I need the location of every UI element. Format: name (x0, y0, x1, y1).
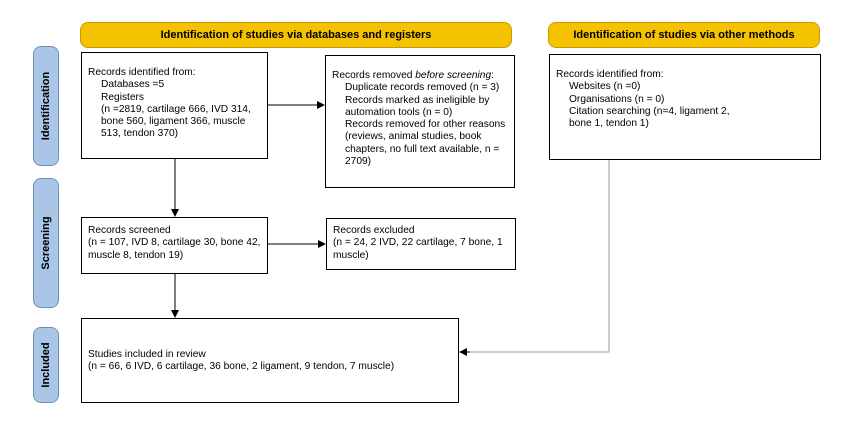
other-identified-title: Records identified from: (556, 69, 664, 80)
other-reasons-removed: Records removed for other reasons (revie… (345, 119, 506, 168)
citation-searching: Citation searching (n=4, ligament 2, bon… (569, 105, 730, 130)
registers-detail: (n =2819, cartilage 666, IVD 314, bone 5… (101, 103, 251, 140)
box-records-removed: Records removed before screening: Duplic… (325, 55, 515, 188)
header-other-methods: Identification of studies via other meth… (548, 22, 820, 48)
records-removed-title: Records removed before screening: (332, 70, 494, 81)
studies-included-title: Studies included in review (88, 349, 206, 360)
phase-screening: Screening (33, 178, 59, 308)
box-records-identified-other: Records identified from: Websites (n =0)… (549, 54, 821, 160)
studies-included-detail: (n = 66, 6 IVD, 6 cartilage, 36 bone, 2 … (88, 361, 395, 373)
box-records-identified-databases: Records identified from: Databases =5 Re… (81, 52, 268, 159)
duplicates-removed: Duplicate records removed (n = 3) (345, 82, 500, 94)
box-studies-included: Studies included in review (n = 66, 6 IV… (81, 318, 459, 403)
phase-included: Included (33, 327, 59, 403)
registers-label: Registers (101, 91, 145, 103)
organisations-count: Organisations (n = 0) (569, 93, 665, 105)
records-excluded-detail: (n = 24, 2 IVD, 22 cartilage, 7 bone, 1 … (333, 237, 503, 261)
databases-count: Databases =5 (101, 79, 165, 91)
header-databases-label: Identification of studies via databases … (160, 29, 432, 41)
header-databases-registers: Identification of studies via databases … (80, 22, 512, 48)
arrow-other-to-included (461, 160, 610, 353)
records-screened-detail: (n = 107, IVD 8, cartilage 30, bone 42, … (88, 237, 261, 261)
websites-count: Websites (n =0) (569, 81, 641, 93)
phase-identification: Identification (33, 46, 59, 166)
box-records-excluded: Records excluded (n = 24, 2 IVD, 22 cart… (326, 218, 516, 270)
records-identified-title: Records identified from: (88, 67, 196, 78)
records-screened-title: Records screened (88, 225, 171, 236)
records-excluded-title: Records excluded (333, 225, 415, 236)
ineligible-removed: Records marked as ineligible by automati… (345, 94, 490, 118)
box-records-screened: Records screened (n = 107, IVD 8, cartil… (81, 217, 268, 274)
header-other-label: Identification of studies via other meth… (573, 29, 795, 41)
